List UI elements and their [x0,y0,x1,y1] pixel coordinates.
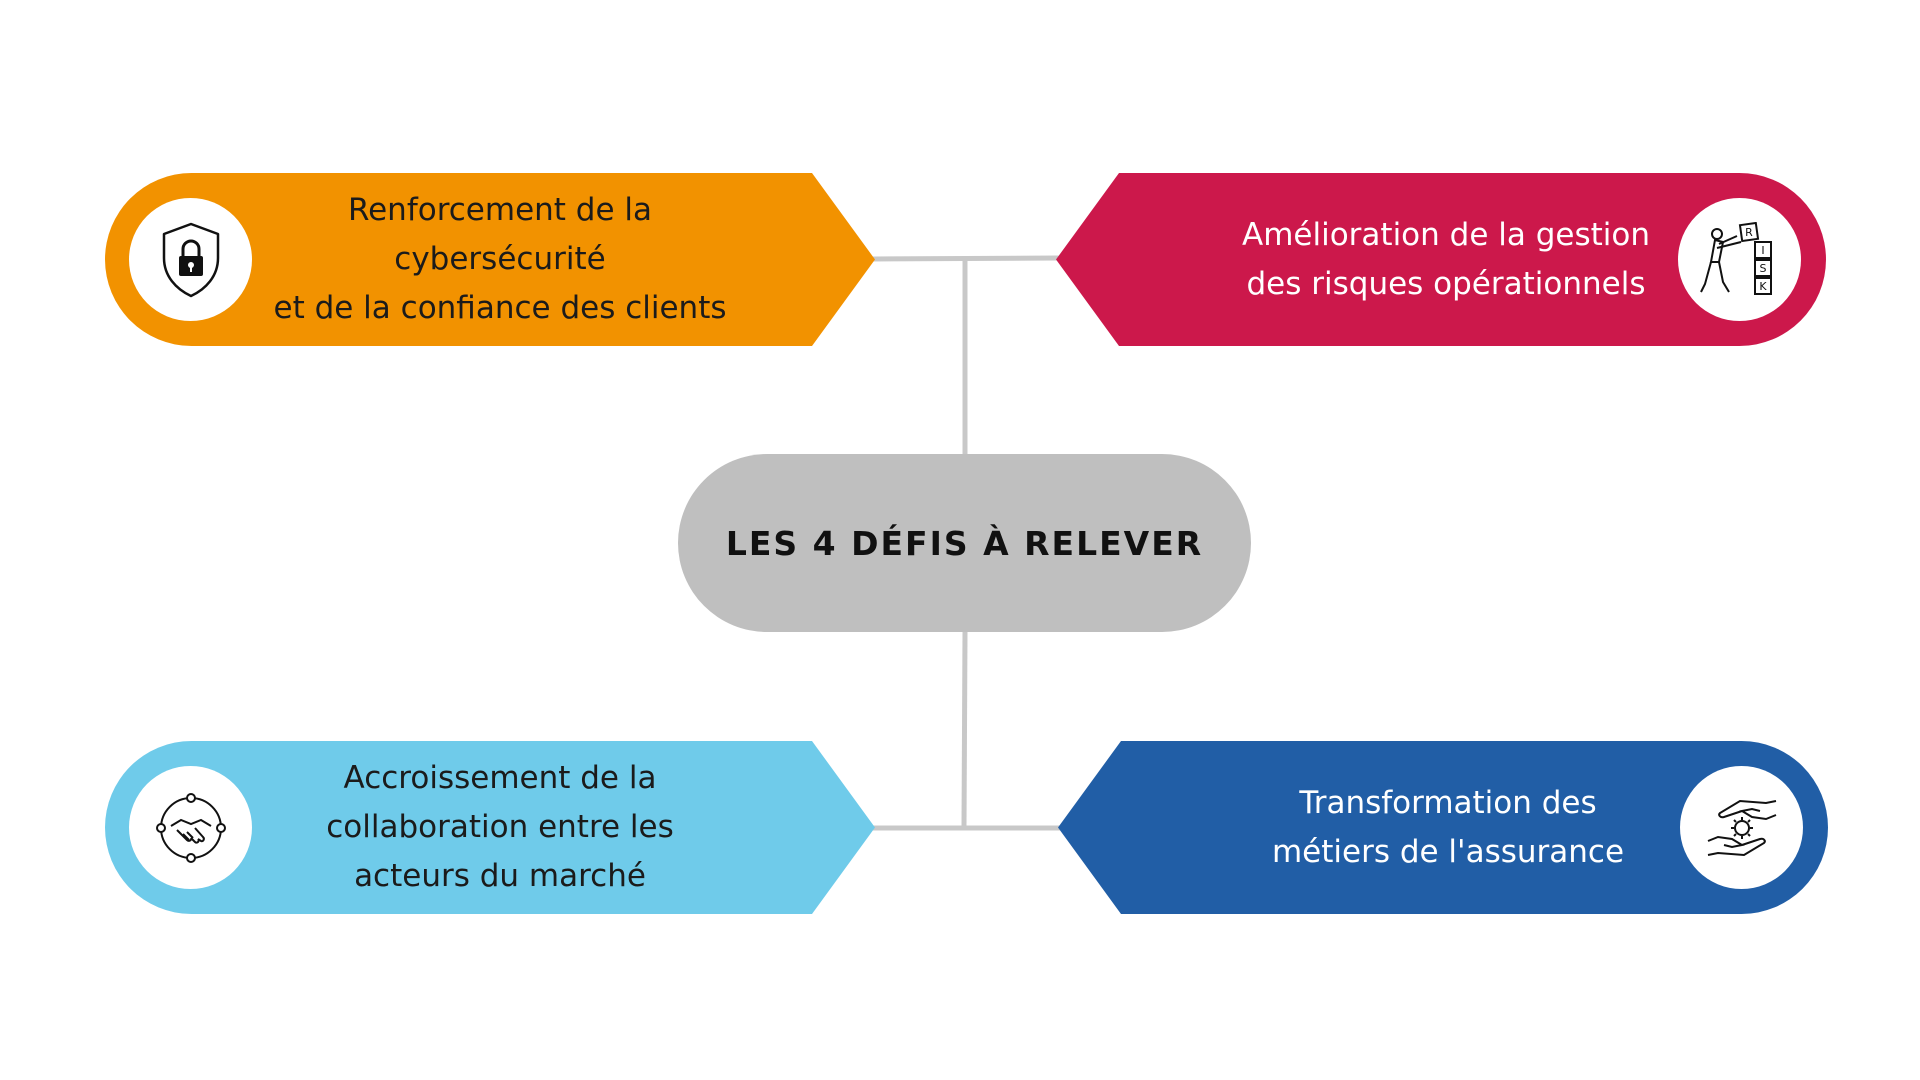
risk-letter: S [1759,262,1766,275]
risk-letter: I [1761,244,1764,257]
card-shape [105,741,875,914]
card-shape [1058,741,1828,914]
center-title-pill: LES 4 DÉFIS À RELEVER [678,454,1251,632]
icon-badge [1680,766,1803,889]
card-label: Renforcement de la cybersécurité et de l… [273,192,727,326]
handshake-network-icon [155,792,226,863]
card-cybersecurity: Renforcement de la cybersécurité et de l… [105,173,875,346]
center-title: LES 4 DÉFIS À RELEVER [725,523,1204,563]
icon-badge [129,766,252,889]
shield-lock-icon [162,222,219,297]
card-shape [1056,173,1826,346]
card-label: Amélioration de la gestion des risques o… [1242,216,1650,302]
risk-letter: K [1759,280,1767,293]
icon-badge: R I S K [1678,198,1801,321]
card-transformation: Transformation des métiers de l'assuranc… [1058,741,1828,914]
card-label: Accroissement de la collaboration entre … [326,760,674,894]
card-risk-management: R I S K Amélioration de la gestion des r… [1056,173,1826,346]
icon-badge [129,198,252,321]
risk-blocks-icon: R I S K [1699,221,1772,295]
risk-letter: R [1745,226,1753,239]
card-shape [105,173,875,346]
card-label: Transformation des métiers de l'assuranc… [1271,784,1625,870]
hands-gear-icon [1707,799,1776,856]
card-collaboration: Accroissement de la collaboration entre … [105,741,875,914]
